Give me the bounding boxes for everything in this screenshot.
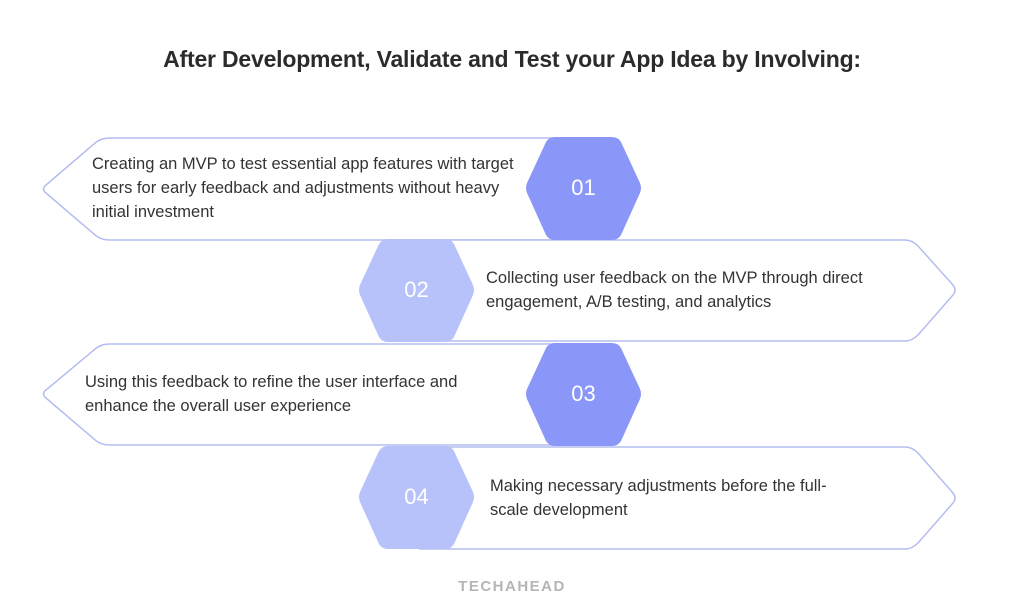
- step-4-arrow-box: [419, 446, 956, 550]
- step-4-text: Making necessary adjustments before the …: [490, 477, 827, 519]
- page-title: After Development, Validate and Test you…: [163, 46, 861, 72]
- step-3-number: 03: [571, 381, 596, 406]
- step-1-arrow-box: [42, 137, 601, 241]
- step-1-number: 01: [571, 175, 596, 200]
- step-1-text: Creating an MVP to test essential app fe…: [92, 155, 514, 221]
- step-4-hexagon-icon: [359, 446, 474, 549]
- brand-logo: TECHAHEAD: [458, 578, 566, 595]
- step-2-number: 02: [404, 277, 429, 302]
- step-4-number: 04: [404, 484, 429, 509]
- step-1-hexagon-icon: [526, 137, 641, 240]
- step-2-arrow-box: [419, 239, 956, 342]
- step-2-text: Collecting user feedback on the MVP thro…: [486, 269, 863, 311]
- step-3-text: Using this feedback to refine the user i…: [85, 373, 458, 415]
- step-3-arrow-box: [42, 343, 601, 446]
- step-2-hexagon-icon: [359, 239, 474, 342]
- step-3-hexagon-icon: [526, 343, 641, 446]
